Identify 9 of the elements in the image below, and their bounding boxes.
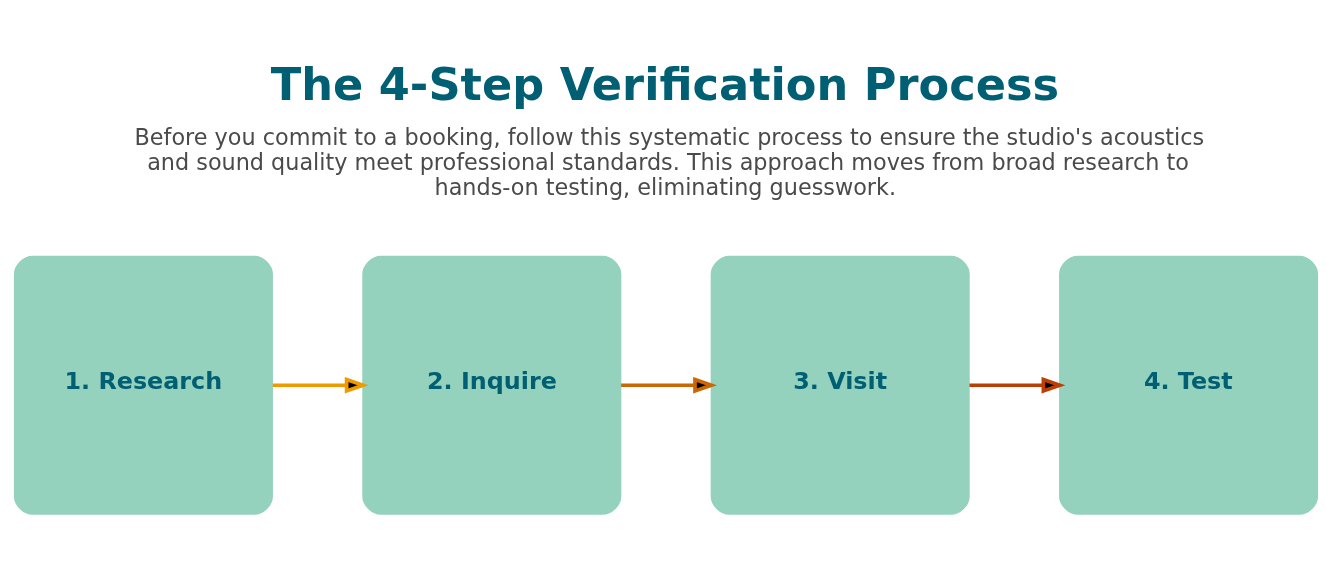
- node-box: 4. Test: [1059, 255, 1319, 515]
- arrow: [969, 376, 1066, 394]
- node-box: 1. Research: [13, 255, 273, 515]
- node-box: 2. Inquire: [362, 255, 622, 515]
- arrow: [272, 376, 369, 394]
- node-box: 3. Visit: [710, 255, 970, 515]
- label: Before you commit to a booking, follow this systematic process to ensure the studio's acoustics and sound quality meet professional standards. This approach moves from broad research to hands-on testing, eliminating guesswork.: [134, 123, 1205, 201]
- arrow: [621, 376, 717, 394]
- diagram-title: The 4-Step Verification Process: [270, 59, 1060, 112]
